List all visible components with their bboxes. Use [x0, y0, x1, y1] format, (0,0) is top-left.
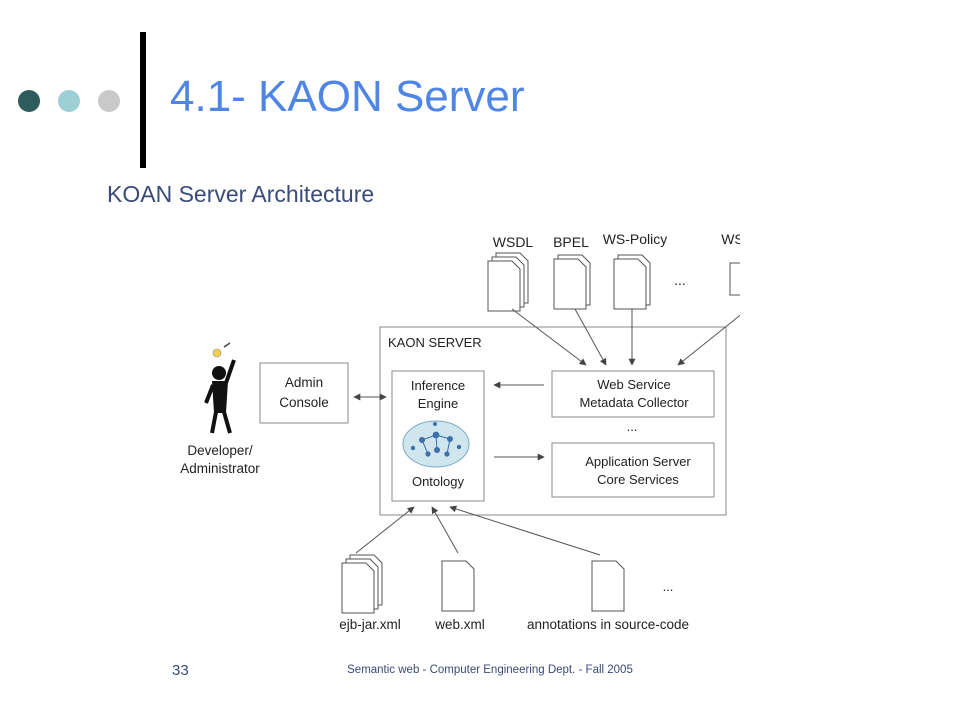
developer-label-line1: Developer/	[187, 443, 253, 458]
doc-stack-ws-policy	[613, 254, 651, 310]
doc-label-web-xml: web.xml	[434, 617, 485, 632]
arrow-wsdl-collector	[511, 308, 587, 366]
doc-label-wsdl: WSDL	[493, 234, 534, 250]
application-server-label-line2: Core Services	[597, 472, 679, 487]
arrow-mex-collector	[677, 314, 740, 366]
doc-label-annotations: annotations in source-code	[527, 617, 689, 632]
slide-number: 33	[172, 662, 189, 679]
metadata-collector-label-line1: Web Service	[597, 377, 670, 392]
top-ellipsis: ...	[674, 272, 686, 288]
doc-annotations	[591, 560, 625, 612]
arrow-webxml-engine	[431, 506, 459, 554]
doc-ws-mex	[729, 262, 740, 296]
doc-label-bpel: BPEL	[553, 234, 589, 250]
developer-label-line2: Administrator	[180, 461, 260, 476]
kaon-server-label: KAON SERVER	[388, 335, 482, 350]
arrow-ejbjar-engine	[355, 506, 415, 554]
metadata-collector-box	[551, 370, 715, 418]
arrow-bpel-collector	[574, 308, 607, 366]
doc-stack-bpel	[553, 254, 591, 310]
doc-stack-ejb-jar	[341, 554, 383, 614]
doc-label-ws-mex: WS-MEX	[721, 231, 740, 247]
doc-web-xml	[441, 560, 475, 612]
arrow-annotations-engine	[449, 505, 601, 556]
middle-ellipsis: ...	[627, 419, 638, 434]
metadata-collector-label-line2: Metadata Collector	[579, 395, 689, 410]
decorative-dot-gray	[98, 90, 120, 112]
ontology-graph-icon	[402, 420, 470, 468]
decorative-dot-dark	[18, 90, 40, 112]
application-server-box	[551, 442, 715, 498]
application-server-label-line1: Application Server	[585, 454, 691, 469]
slide-subtitle: KOAN Server Architecture	[107, 181, 375, 207]
doc-label-ws-policy: WS-Policy	[603, 231, 668, 247]
admin-console-label-line2: Console	[279, 395, 329, 410]
ontology-label: Ontology	[412, 474, 465, 489]
decorative-dot-teal	[58, 90, 80, 112]
slide-footer: Semantic web - Computer Engineering Dept…	[347, 664, 633, 676]
bottom-ellipsis: ...	[663, 579, 674, 594]
doc-stack-wsdl	[487, 252, 529, 312]
title-divider-bar	[140, 32, 146, 168]
admin-console-label-line1: Admin	[285, 375, 323, 390]
doc-label-ejb-jar: ejb-jar.xml	[339, 617, 401, 632]
inference-engine-label-line2: Engine	[418, 396, 458, 411]
inference-engine-label-line1: Inference	[411, 378, 465, 393]
kaon-architecture-diagram: WSDL BPEL WS-Policy ... WS-MEX KAON SERV…	[180, 231, 740, 632]
admin-console-box	[259, 362, 349, 424]
developer-figure	[204, 342, 236, 434]
slide-title: 4.1- KAON Server	[170, 72, 525, 121]
